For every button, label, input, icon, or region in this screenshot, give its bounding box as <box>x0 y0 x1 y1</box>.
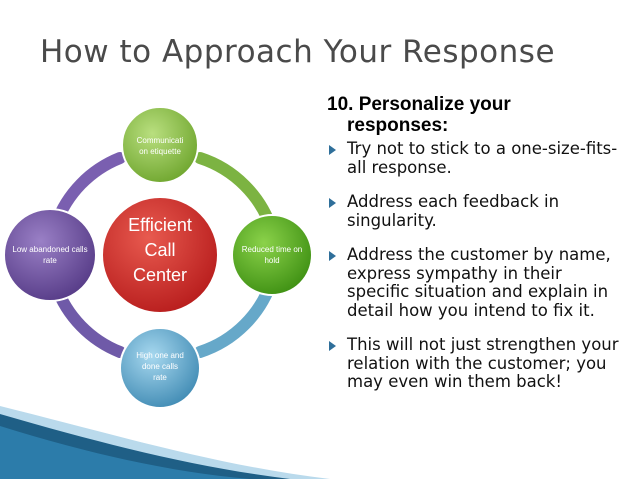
slide-title: How to Approach Your Response <box>40 34 556 70</box>
node-left-circle <box>3 208 97 302</box>
bullet-text: This will not just strengthen your relat… <box>347 335 619 391</box>
node-bottom-label-line2: done calls <box>142 362 178 371</box>
node-top-label-line1: Communicati <box>137 136 184 145</box>
bullet-text: Address each feedback in singularity. <box>347 192 560 230</box>
node-top-circle <box>121 106 199 184</box>
decorative-wave <box>0 406 330 479</box>
center-label-line2: Call <box>144 240 175 260</box>
content-area: 10. Personalize your responses: Try not … <box>327 94 627 408</box>
efficient-call-center-diagram: Efficient Call Center Communicati on eti… <box>3 106 313 409</box>
node-left-label-line2: rate <box>43 256 57 265</box>
list-item: Try not to stick to a one-size-fits-all … <box>327 139 627 177</box>
list-item: Address each feedback in singularity. <box>327 192 627 230</box>
node-left-label-line1: Low abandoned calls <box>12 245 87 254</box>
node-top-label-line2: on etiquette <box>139 147 181 156</box>
bullet-arrow-icon <box>329 145 336 155</box>
center-label-line3: Center <box>133 265 187 285</box>
node-right-label-line1: Reduced time on <box>242 245 302 254</box>
section-heading-line1: 10. Personalize your <box>327 94 511 115</box>
section-heading: 10. Personalize your responses: <box>327 94 627 136</box>
bullet-arrow-icon <box>329 251 336 261</box>
list-item: This will not just strengthen your relat… <box>327 335 627 392</box>
node-bottom-label-line1: High one and <box>136 351 184 360</box>
bullet-arrow-icon <box>329 341 336 351</box>
center-label-line1: Efficient <box>128 215 192 235</box>
node-bottom-label-line3: rate <box>153 373 167 382</box>
node-right-circle <box>231 214 313 296</box>
node-right-label-line2: hold <box>264 256 279 265</box>
list-item: Address the customer by name, express sy… <box>327 245 627 320</box>
bullet-arrow-icon <box>329 198 336 208</box>
bullet-text: Address the customer by name, express sy… <box>347 245 611 320</box>
bullet-list: Try not to stick to a one-size-fits-all … <box>327 139 627 392</box>
section-heading-line2: responses: <box>347 115 449 136</box>
node-bottom-circle <box>119 327 201 409</box>
center-circle <box>101 196 219 314</box>
bullet-text: Try not to stick to a one-size-fits-all … <box>347 139 618 177</box>
